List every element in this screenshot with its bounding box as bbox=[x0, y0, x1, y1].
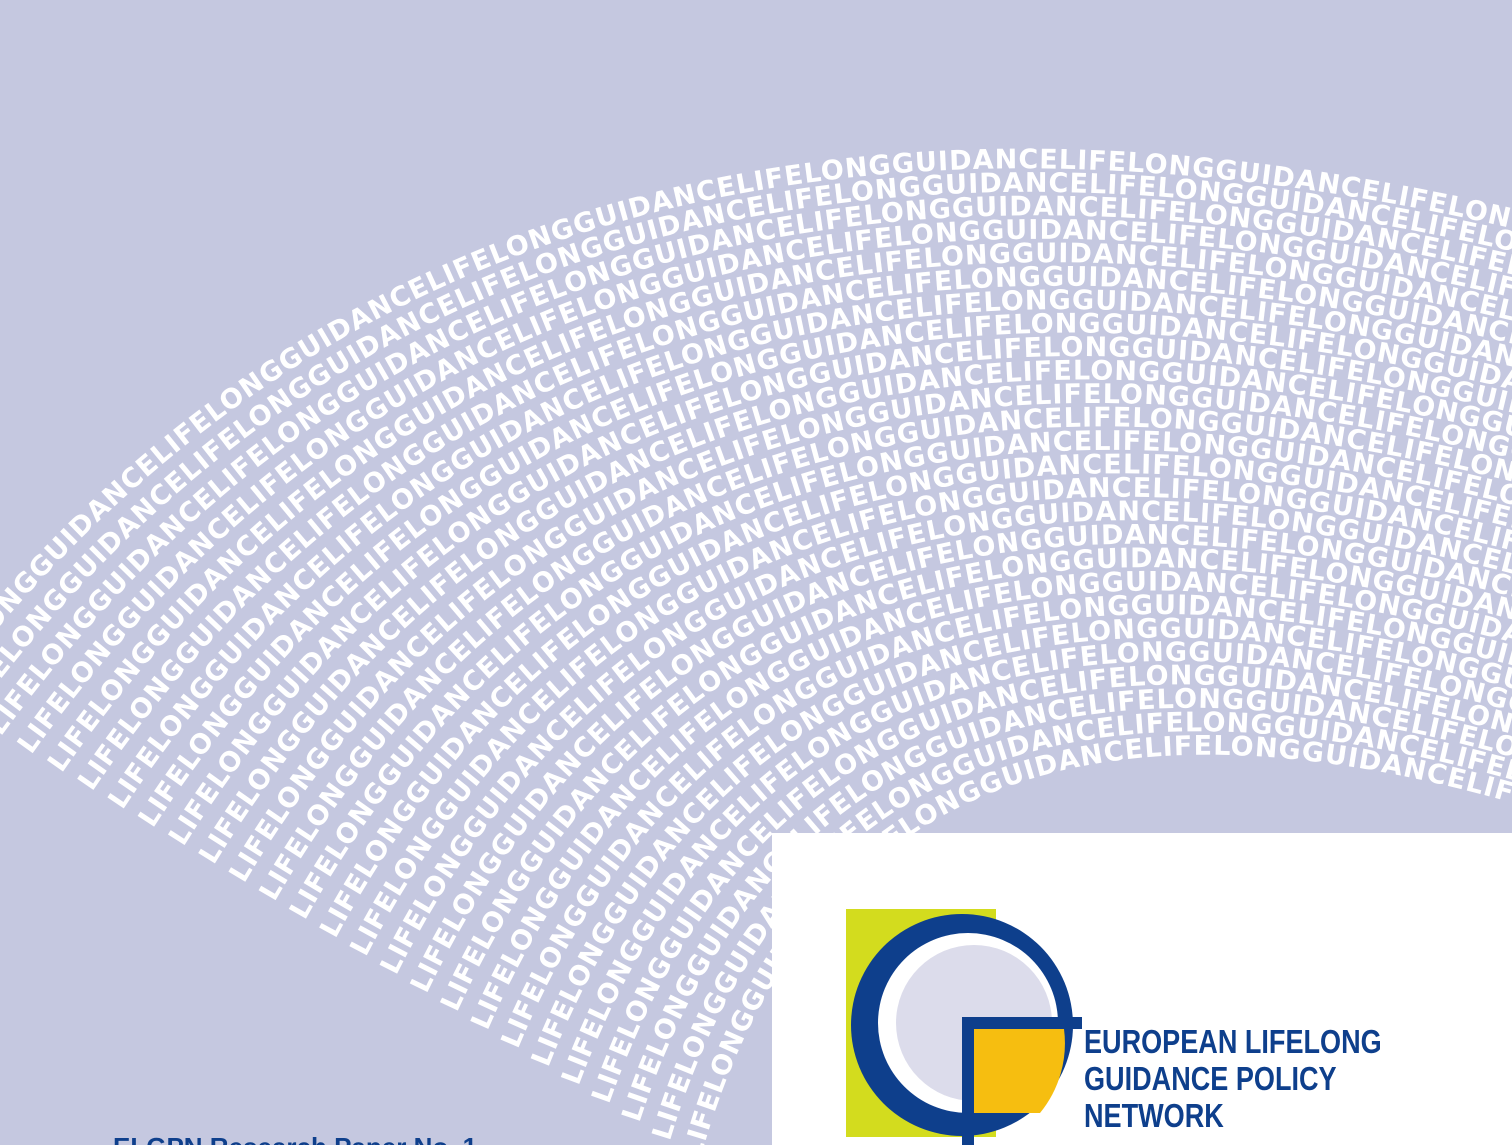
organization-name-line-1: EUROPEAN LIFELONG bbox=[1084, 1023, 1382, 1060]
g-stem-shape bbox=[962, 1017, 974, 1145]
series-label: ELGPN Research Paper No. 1 bbox=[113, 1132, 477, 1145]
yellow-quarter-shape bbox=[972, 1029, 1065, 1113]
g-bar-shape bbox=[962, 1017, 1077, 1029]
organization-name: EUROPEAN LIFELONG GUIDANCE POLICY NETWOR… bbox=[1084, 1023, 1382, 1134]
elgpn-g-logo-icon bbox=[846, 909, 1082, 1145]
organization-name-line-2: GUIDANCE POLICY bbox=[1084, 1060, 1337, 1097]
logo-panel: EUROPEAN LIFELONG GUIDANCE POLICY NETWOR… bbox=[772, 833, 1512, 1145]
organization-name-line-3: NETWORK bbox=[1084, 1097, 1224, 1134]
